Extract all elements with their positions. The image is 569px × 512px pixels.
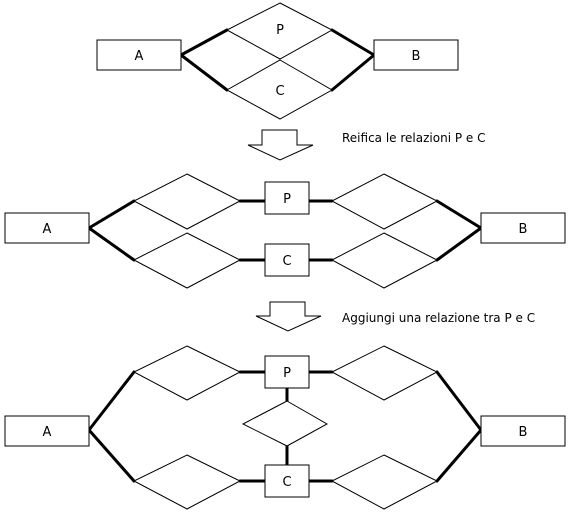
stage3-link-a-lower: [87, 428, 136, 483]
stage1-relation-c-label: C: [275, 84, 284, 99]
stage1-link-b-p: [330, 28, 376, 57]
stage1-entity-b: [373, 39, 459, 71]
stage3-link-a-upper: [87, 370, 136, 432]
stage1-link-a-c: [179, 53, 229, 92]
stage1-relation-c: [225, 59, 334, 120]
stage2-entity-c: [264, 243, 310, 277]
stage-3-diagram: A B P C: [4, 345, 566, 510]
stage3-entity-a-label: A: [43, 425, 52, 440]
stage3-relation-a-p: [132, 345, 242, 401]
stage3-relation-a-c: [132, 454, 242, 510]
stage2-relation-a-c: [132, 232, 242, 289]
stage2-link-b-lower: [435, 226, 483, 262]
stage2-link-a-lower: [87, 226, 136, 262]
stage2-entity-p: [264, 181, 310, 215]
stage2-entity-b: [480, 212, 566, 244]
stage3-entity-c-label: C: [282, 475, 291, 490]
stage1-entity-a: [96, 39, 182, 71]
stage2-entity-b-label: B: [519, 222, 528, 237]
stage2-entity-c-label: C: [282, 254, 291, 269]
step-1-caption: Reifica le relazioni P e C: [342, 131, 485, 145]
stage3-entity-b: [480, 415, 566, 447]
stage2-entity-a: [4, 212, 90, 244]
stage-1-diagram: A B P C: [96, 2, 459, 120]
stage3-relation-p-c: [241, 400, 329, 447]
stage-2-diagram: A B P C: [4, 173, 566, 289]
stage2-link-a-upper: [87, 199, 136, 230]
stage2-entity-a-label: A: [43, 222, 52, 237]
step-2-arrow-icon: [255, 301, 322, 332]
stage3-relation-p-b: [330, 345, 439, 401]
stage3-link-b-lower: [435, 428, 483, 483]
step-2-caption: Aggiungi una relazione tra P e C: [342, 311, 535, 325]
stage1-link-a-p: [179, 28, 229, 57]
stage2-relation-c-b: [330, 232, 439, 289]
stage3-entity-b-label: B: [519, 425, 528, 440]
stage1-entity-a-label: A: [135, 49, 144, 64]
stage1-relation-p: [225, 2, 334, 60]
stage1-entity-b-label: B: [412, 49, 421, 64]
stage2-relation-p-b: [330, 173, 439, 230]
stage2-relation-a-p: [132, 173, 242, 230]
stage2-entity-p-label: P: [283, 192, 291, 207]
stage3-link-b-upper: [435, 370, 483, 432]
stage3-entity-c: [264, 464, 310, 498]
stage2-link-b-upper: [435, 199, 483, 230]
step-1-arrow-icon: [247, 129, 314, 161]
stage1-link-b-c: [330, 53, 376, 92]
stage1-relation-p-label: P: [276, 23, 284, 38]
stage3-entity-p: [264, 355, 310, 389]
stage3-relation-c-b: [330, 454, 439, 510]
stage3-entity-a: [4, 415, 90, 447]
stage3-entity-p-label: P: [283, 366, 291, 381]
